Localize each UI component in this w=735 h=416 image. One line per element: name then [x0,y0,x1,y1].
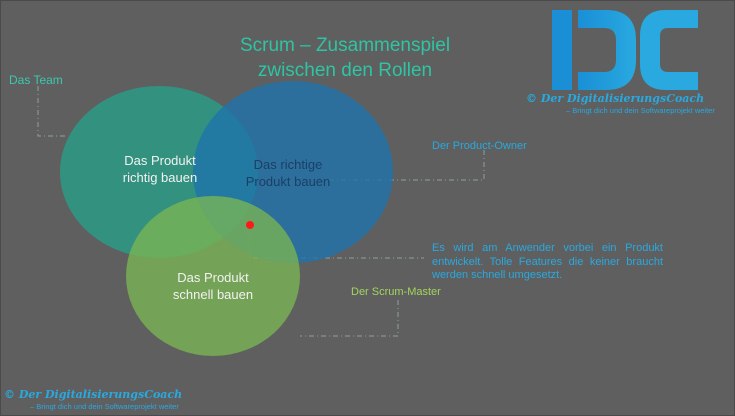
brand-name-bottom: © Der DigitalisierungsCoach [4,388,183,401]
team-circle-line-1: Das Produkt [124,153,196,168]
logo-d-bowl [578,10,636,90]
title-line-2: zwischen den Rollen [257,60,433,81]
sm-circle-line-1: Das Produkt [177,270,249,285]
brand-tagline-top: – Bringt dich und dein Softwareprojekt w… [566,106,715,115]
team-connector [37,86,66,137]
scrum-master-label: Der Scrum-Master [351,286,441,298]
title-line-1: Scrum – Zusammenspiel [239,35,451,56]
team-label: Das Team [9,73,63,87]
scrum-master-circle [126,196,300,356]
brand-tagline-bottom: – Bringt dich und dein Softwareprojekt w… [30,402,179,411]
brand-name-top: © Der DigitalisierungsCoach [526,92,705,105]
logo-c [640,10,698,90]
sm-circle-label: Das Produkt schnell bauen [143,269,283,303]
team-circle-line-2: richtig bauen [122,170,198,185]
team-circle-label: Das Produkt richtig bauen [90,152,230,186]
dc-logo [552,10,698,90]
sm-circle-line-2: schnell bauen [172,287,254,302]
logo-d-stem [552,10,572,90]
product-owner-label: Der Product-Owner [432,140,527,152]
po-circle-label: Das richtige Produkt bauen [218,156,358,190]
diagram-title: Scrum – Zusammenspiel zwischen den Rolle… [190,33,500,83]
focus-point [246,221,254,229]
sm-connector [300,300,399,337]
po-circle-line-1: Das richtige [253,157,323,172]
po-circle-line-2: Produkt bauen [245,174,331,189]
note-text: Es wird am Anwender vorbei ein Produkt e… [432,242,663,281]
